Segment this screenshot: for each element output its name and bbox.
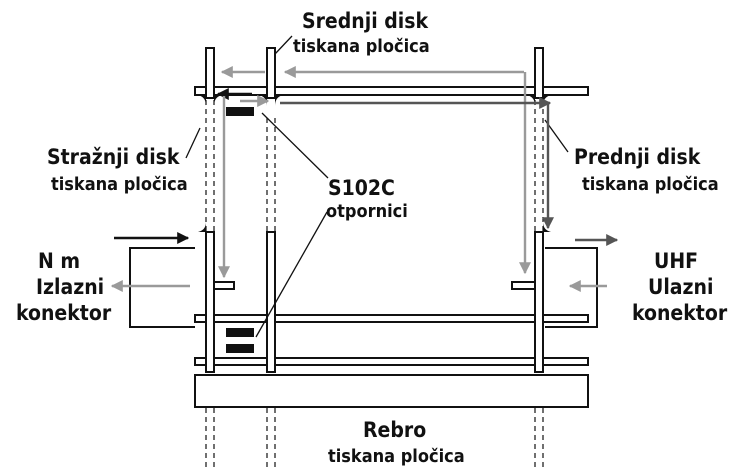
middle-disk-board-upper	[266, 47, 276, 99]
rear-disk-board-upper	[205, 47, 215, 99]
top-plate	[194, 86, 589, 96]
rear-disk-label-line1: Stražnji disk	[47, 145, 180, 169]
leader-lines	[185, 35, 569, 338]
signal-arrows	[110, 66, 619, 292]
resistors-label-line1: S102C	[328, 176, 395, 200]
front-disk-board-lower	[534, 231, 544, 373]
lower-plate-2	[194, 357, 589, 366]
input-connector-label-line2: Ulazni	[648, 275, 713, 299]
rib-label-line1: Rebro	[363, 418, 426, 442]
resistor-top	[226, 107, 254, 116]
resistor-bottom-2	[226, 344, 254, 353]
front-disk-label-line2: tiskana pločica	[582, 174, 719, 195]
input-connector-housing	[545, 247, 598, 328]
input-connector-label-line1: UHF	[654, 249, 698, 273]
rear-disk-label-line2: tiskana pločica	[51, 174, 188, 195]
output-connector-label-line3: konektor	[16, 301, 112, 325]
rib-label-line2: tiskana pločica	[328, 446, 465, 467]
front-disk-label-line1: Prednji disk	[574, 145, 701, 169]
rib-board	[194, 374, 589, 408]
hidden-board-edges	[205, 100, 544, 470]
middle-disk-board-lower	[266, 231, 276, 373]
output-connector-label-line1: N m	[38, 249, 80, 273]
middle-disk-label-line2: tiskana pločica	[293, 36, 430, 57]
front-disk-board-upper	[534, 47, 544, 99]
output-pin	[213, 281, 235, 290]
middle-disk-label-line1: Srednji disk	[302, 9, 428, 33]
rear-disk-board-lower	[205, 231, 215, 373]
input-pin	[511, 281, 536, 290]
input-connector-label-line3: konektor	[632, 301, 728, 325]
output-connector-label-line2: Izlazni	[36, 275, 104, 299]
lower-plate-1	[194, 314, 589, 323]
resistors-label-line2: otpornici	[326, 201, 408, 222]
output-connector-housing	[129, 247, 195, 328]
resistor-bottom-1	[226, 328, 254, 337]
